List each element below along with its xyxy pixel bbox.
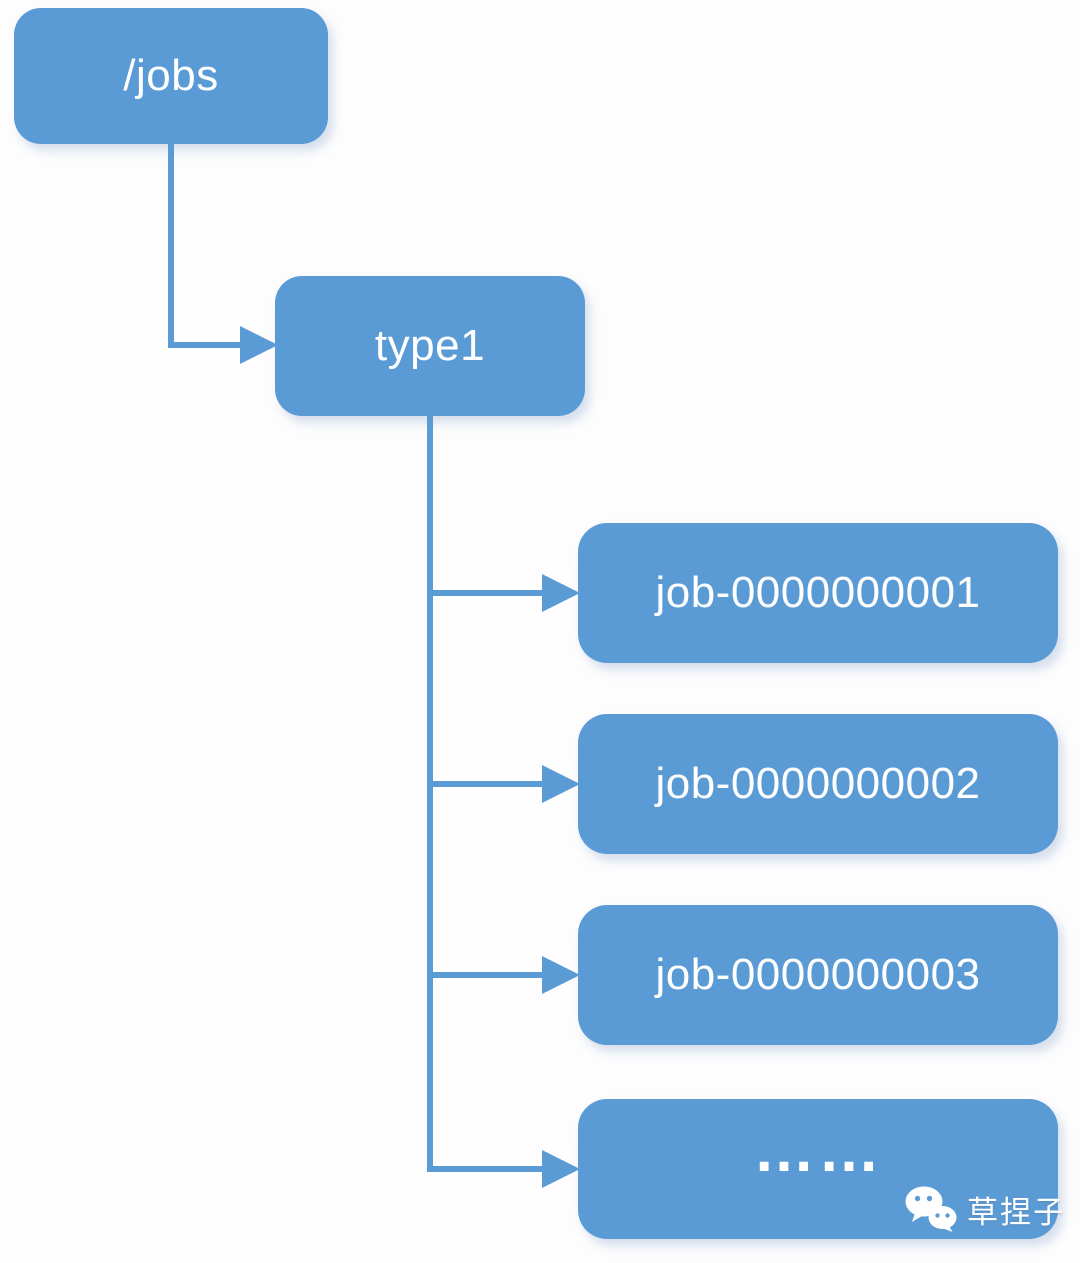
arrowhead-to-job1-icon xyxy=(542,574,580,612)
node-type1-label: type1 xyxy=(374,321,486,370)
node-job3-label: job-0000000003 xyxy=(655,950,981,999)
arrowhead-to-more-icon xyxy=(542,1150,580,1188)
connector-type1-trunk xyxy=(427,416,433,1172)
arrowhead-to-job2-icon xyxy=(542,765,580,803)
node-job-0000000001: job-0000000001 xyxy=(578,523,1058,663)
wechat-icon xyxy=(905,1186,957,1232)
connector-root-vertical xyxy=(168,144,174,348)
connector-branch-job1 xyxy=(427,590,544,596)
node-type1: type1 xyxy=(275,276,585,416)
connector-branch-more xyxy=(427,1166,544,1172)
watermark-text: 草捏子 xyxy=(967,1194,1066,1230)
connector-root-horizontal xyxy=(168,342,242,348)
node-jobs-root: /jobs xyxy=(14,8,328,144)
node-more-label: …… xyxy=(753,1116,883,1185)
connector-branch-job3 xyxy=(427,972,544,978)
node-job1-label: job-0000000001 xyxy=(655,568,981,617)
node-job-more: …… xyxy=(578,1099,1058,1239)
arrowhead-to-type1-icon xyxy=(240,326,278,364)
node-jobs-root-label: /jobs xyxy=(123,51,219,100)
watermark: 草捏子 xyxy=(905,1186,1066,1232)
node-job-0000000003: job-0000000003 xyxy=(578,905,1058,1045)
node-job2-label: job-0000000002 xyxy=(655,759,981,808)
connector-branch-job2 xyxy=(427,781,544,787)
node-job-0000000002: job-0000000002 xyxy=(578,714,1058,854)
arrowhead-to-job3-icon xyxy=(542,956,580,994)
